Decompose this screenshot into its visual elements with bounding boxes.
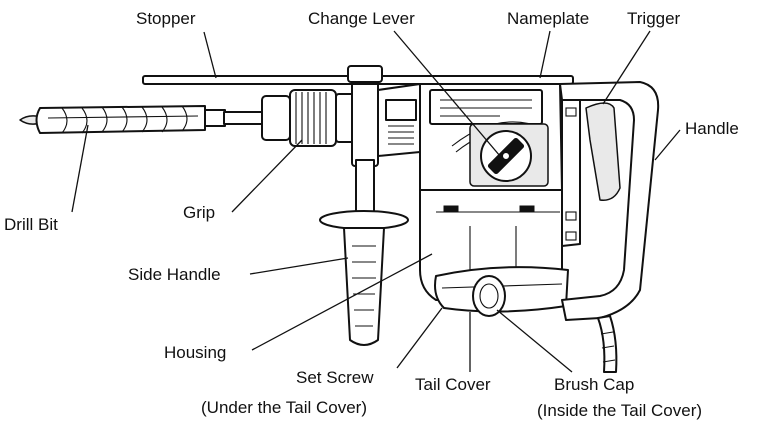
leader-change-lever bbox=[393, 30, 501, 157]
leader-set-screw bbox=[396, 307, 443, 369]
label-stopper: Stopper bbox=[136, 9, 196, 28]
leader-drill-bit bbox=[71, 124, 89, 213]
leader-brush-cap bbox=[496, 309, 573, 373]
leader-handle bbox=[654, 129, 681, 161]
label-side-handle: Side Handle bbox=[128, 265, 221, 284]
label-set-screw: Set Screw bbox=[296, 368, 374, 387]
power-cord bbox=[597, 315, 618, 373]
leader-stopper bbox=[203, 31, 217, 79]
rear-handle bbox=[559, 81, 660, 321]
label-tail-cover: Tail Cover bbox=[415, 375, 491, 394]
label-set-screw-note: (Under the Tail Cover) bbox=[201, 398, 367, 417]
label-grip: Grip bbox=[183, 203, 215, 222]
leader-lines bbox=[71, 30, 681, 373]
drill-bit bbox=[19, 105, 265, 134]
change-lever bbox=[469, 123, 549, 187]
label-housing: Housing bbox=[164, 343, 226, 362]
label-nameplate: Nameplate bbox=[507, 9, 589, 28]
brush-cap bbox=[472, 275, 506, 317]
label-brush-cap: Brush Cap bbox=[554, 375, 634, 394]
leader-grip bbox=[231, 139, 303, 213]
leader-housing bbox=[251, 253, 433, 351]
label-change-lever: Change Lever bbox=[308, 9, 415, 28]
leader-side-handle bbox=[249, 257, 349, 275]
label-brush-cap-note: (Inside the Tail Cover) bbox=[537, 401, 702, 420]
stopper-rod bbox=[142, 65, 574, 85]
trigger bbox=[585, 102, 621, 201]
label-drill-bit: Drill Bit bbox=[4, 215, 58, 234]
label-trigger: Trigger bbox=[627, 9, 681, 28]
leader-trigger bbox=[602, 30, 651, 105]
leader-nameplate bbox=[539, 30, 551, 79]
label-handle: Handle bbox=[685, 119, 739, 138]
grip-chuck bbox=[261, 89, 359, 147]
